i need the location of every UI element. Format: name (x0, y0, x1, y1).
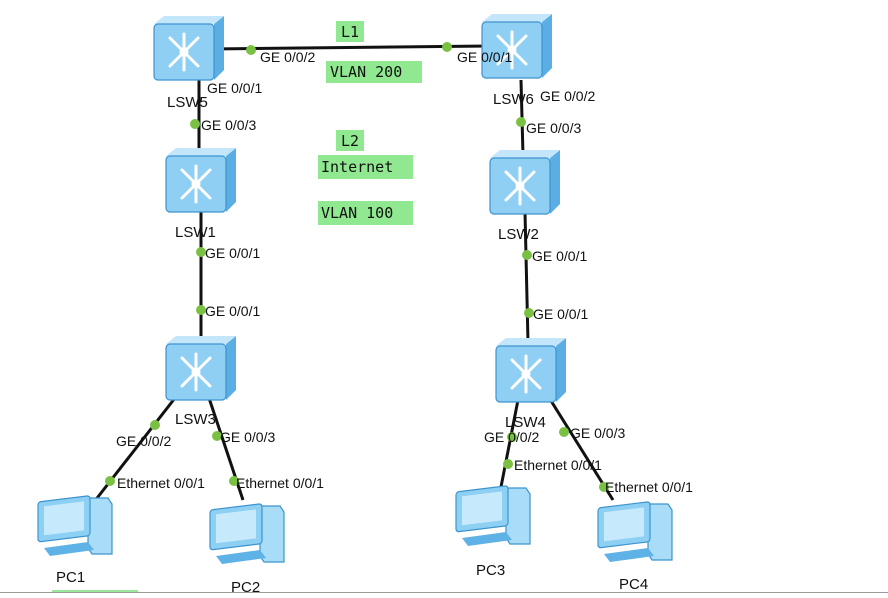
tag-l1-bg (336, 21, 364, 42)
port-label-pc1-eth001: Ethernet 0/0/1 (117, 475, 205, 491)
port-label-lsw6-ge003: GE 0/0/3 (526, 120, 581, 136)
device-label-lsw6: LSW6 (493, 91, 534, 108)
port-label-lsw4-ge001: GE 0/0/1 (533, 306, 588, 322)
port-label-lsw1-ge001: GE 0/0/1 (205, 245, 260, 261)
tag-l2-bg (336, 130, 364, 151)
port-dot (516, 117, 526, 127)
port-dot (507, 432, 517, 442)
port-label-lsw6-ge002: GE 0/0/2 (540, 88, 595, 104)
tag-internet-bg (318, 155, 413, 179)
port-dot (442, 42, 452, 52)
device-label-lsw1: LSW1 (175, 224, 216, 241)
pc-pc4[interactable] (597, 501, 673, 563)
device-label-lsw3: LSW3 (175, 411, 216, 428)
port-label-lsw3-ge002: GE 0/0/2 (116, 433, 171, 449)
port-label-pc2-eth001: Ethernet 0/0/1 (236, 475, 324, 491)
port-label-lsw2-ge001: GE 0/0/1 (532, 248, 587, 264)
port-label-lsw5-ge002: GE 0/0/2 (260, 49, 315, 65)
tag-internet: Internet (321, 158, 393, 176)
port-dot (599, 482, 609, 492)
switch-lsw4[interactable] (494, 336, 568, 404)
port-label-lsw5-ge001: GE 0/0/1 (207, 80, 262, 96)
port-dot (150, 420, 160, 430)
port-dot (105, 476, 115, 486)
canvas-bottom-border (0, 592, 888, 593)
port-label-lsw3-ge003: GE 0/0/3 (220, 429, 275, 445)
device-label-pc4: PC4 (619, 576, 648, 593)
device-label-lsw4: LSW4 (505, 414, 546, 431)
tag-vlan100: VLAN 100 (321, 204, 393, 222)
port-dot (229, 476, 239, 486)
device-label-pc1: PC1 (56, 569, 85, 586)
port-dot (212, 431, 222, 441)
pc1-highlight-underline (52, 590, 138, 593)
switch-lsw5[interactable] (152, 14, 226, 82)
port-dot (196, 305, 206, 315)
port-dot (524, 308, 534, 318)
port-label-pc4-eth001: Ethernet 0/0/1 (605, 479, 693, 495)
device-label-pc2: PC2 (231, 579, 260, 596)
port-dot (246, 45, 256, 55)
port-dot (503, 459, 513, 469)
device-label-lsw2: LSW2 (498, 226, 539, 243)
port-label-lsw3-ge001: GE 0/0/1 (205, 303, 260, 319)
pc-pc1[interactable] (37, 495, 113, 557)
device-label-lsw5: LSW5 (167, 94, 208, 111)
port-label-lsw4-ge002: GE 0/0/2 (484, 429, 539, 445)
pc-pc3[interactable] (455, 485, 531, 547)
port-dot (559, 427, 569, 437)
device-label-pc3: PC3 (476, 562, 505, 579)
tag-vlan200-bg (326, 61, 422, 83)
port-label-lsw6-ge001: GE 0/0/1 (457, 49, 512, 65)
switch-lsw6[interactable] (480, 12, 554, 80)
switch-lsw1[interactable] (164, 146, 238, 214)
link-lsw2-lsw4 (523, 211, 530, 343)
switch-lsw2[interactable] (488, 148, 562, 216)
port-dot (522, 250, 532, 260)
port-label-pc3-eth001: Ethernet 0/0/1 (514, 457, 602, 473)
port-label-lsw4-ge003: GE 0/0/3 (570, 425, 625, 441)
port-label-lsw5-ge003: GE 0/0/3 (201, 117, 256, 133)
tag-vlan100-bg (318, 201, 413, 225)
tag-vlan200: VLAN 200 (330, 63, 402, 81)
tag-l1: L1 (341, 23, 359, 41)
link-lsw4-pc3 (498, 399, 520, 493)
tag-l2: L2 (341, 132, 359, 150)
port-dot (196, 247, 206, 257)
switch-lsw3[interactable] (164, 334, 238, 402)
port-dot (190, 119, 200, 129)
pc-pc2[interactable] (209, 503, 285, 565)
